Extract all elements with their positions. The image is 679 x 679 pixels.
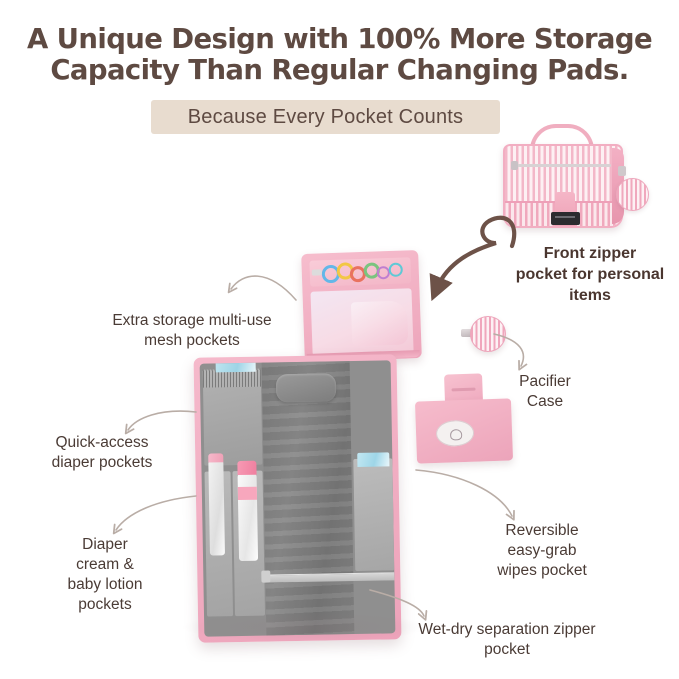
arrow-quick-access (124, 410, 197, 435)
logo-mark-icon (449, 429, 463, 441)
callout-wipes-line-2: easy-grab (507, 542, 577, 559)
bag-zipper-pull-icon (511, 161, 518, 170)
callout-wipes-line-3: wipes pocket (497, 562, 587, 579)
callout-quick-line-1: Quick-access (55, 434, 149, 451)
product-shadow (180, 612, 430, 642)
toy-ring-teal (388, 262, 403, 278)
mesh-toy-pocket (309, 257, 412, 287)
callout-front-zipper-line-2: pocket for personal (515, 266, 665, 283)
bag-body (503, 144, 623, 228)
wipes-contents (357, 452, 390, 467)
folded-garment (310, 288, 414, 356)
pad-interior (199, 360, 396, 637)
folded-bag-image (503, 124, 626, 228)
callout-mesh-pockets: Extra storage multi-use mesh pockets (92, 311, 292, 351)
callout-wet-dry-zipper-pocket: Wet-dry separation zipper pocket (392, 620, 622, 660)
headline-line-2: Capacity Than Regular Changing Pads. (50, 54, 629, 86)
callout-front-zipper-line-3: items (569, 287, 611, 304)
cream-bottle-pink-cap (237, 460, 257, 476)
callout-quick-access-pockets: Quick-access diaper pockets (22, 433, 182, 473)
callout-pacifier-line-2: Case (526, 393, 564, 410)
callout-cream-lotion-pockets: Diaper cream & baby lotion pockets (40, 535, 170, 615)
toy-clip (311, 269, 322, 276)
callout-cream-line-4: pockets (78, 596, 132, 613)
bag-front-zipper (513, 164, 611, 167)
callout-cream-line-2: cream & (76, 556, 134, 573)
callout-wetdry-line-1: Wet-dry separation zipper (418, 621, 596, 638)
arrow-front-zipper (429, 215, 517, 302)
bag-buckle (551, 212, 580, 225)
callout-cream-line-1: Diaper (82, 536, 128, 553)
mesh-pocket-flap (301, 249, 422, 363)
page-title: A Unique Design with 100% More Storage C… (20, 24, 659, 86)
diaper-pocket-left (202, 368, 263, 466)
lotion-bottle-white (208, 459, 225, 556)
callout-front-zipper-line-1: Front zipper (543, 245, 637, 262)
callout-quick-line-2: diaper pockets (51, 454, 153, 471)
pad-head-pillow (275, 373, 337, 403)
open-changing-pad-image (193, 354, 402, 643)
callout-pacifier-line-1: Pacifier (519, 373, 571, 390)
brand-logo-patch (435, 419, 475, 447)
wet-dry-zipper-pull-icon (261, 570, 271, 583)
callout-cream-line-3: baby lotion (67, 576, 143, 593)
pacifier-case-disc (470, 316, 506, 352)
arrow-cream-lotion (112, 495, 197, 535)
pacifier-case-image (461, 316, 506, 352)
callout-pacifier-case: Pacifier Case (495, 372, 595, 412)
arrow-mesh-pockets (227, 275, 297, 301)
callout-wipes-pocket: Reversible easy-grab wipes pocket (462, 521, 622, 581)
lotion-bottle-white-cap (208, 453, 224, 463)
pad-center-mat (261, 361, 355, 636)
arrow-wipes-pocket (415, 469, 515, 521)
callout-wetdry-line-2: pocket (484, 641, 530, 658)
pacifier-case-on-bag (616, 178, 649, 211)
callout-wipes-line-1: Reversible (505, 522, 579, 539)
subtitle-banner: Because Every Pocket Counts (151, 100, 500, 134)
bag-side-clip (618, 166, 626, 176)
wet-dry-zipper (263, 572, 395, 583)
subtitle-text: Because Every Pocket Counts (187, 105, 464, 128)
headline-line-1: A Unique Design with 100% More Storage (27, 23, 653, 55)
cream-bottle-label (237, 486, 258, 501)
callout-front-zipper-pocket: Front zipper pocket for personal items (505, 243, 675, 306)
callout-mesh-line-2: mesh pockets (144, 332, 240, 349)
callout-mesh-line-1: Extra storage multi-use (112, 312, 272, 329)
wipes-pocket-right (353, 458, 395, 572)
pacifier-case-clip (461, 329, 473, 337)
